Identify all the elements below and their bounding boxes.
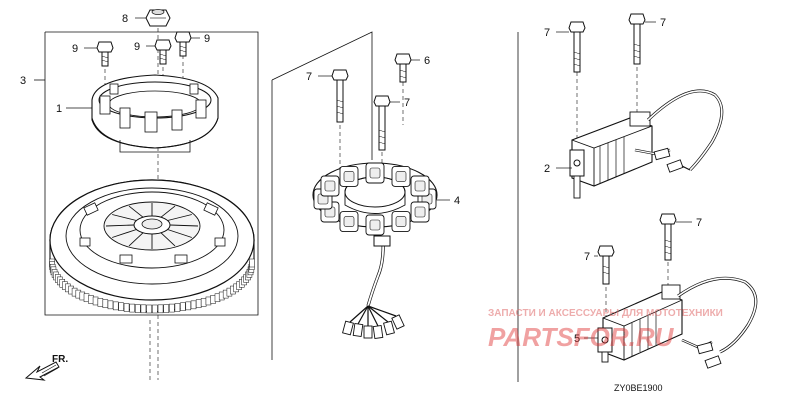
callout-1: 1: [56, 103, 62, 115]
callout-5: 5: [574, 333, 580, 345]
front-direction-label: FR.: [52, 354, 68, 365]
flywheel: [49, 179, 255, 314]
callout-numbers: 8 9 9 9 3 1 7 7 6 4 7 7 2 7 7 5: [20, 13, 702, 345]
callout-3: 3: [20, 75, 26, 87]
callout-9-middle: 9: [134, 41, 140, 53]
leader-lines: [66, 17, 692, 339]
callout-7-ignition-top-left: 7: [544, 27, 550, 39]
callout-6: 6: [424, 55, 430, 67]
callout-9-right: 9: [204, 33, 210, 45]
ignition-bolt-bottom-right: [659, 213, 677, 261]
ignition-bolt-top-left: [568, 21, 586, 73]
callout-9-left: 9: [72, 43, 78, 55]
callout-8: 8: [122, 13, 128, 25]
stator-bolt-right: [373, 95, 391, 151]
bolt-6: [394, 53, 412, 83]
stator-group-frame: [271, 31, 373, 360]
stator-wire-harness: [342, 235, 405, 340]
callout-7-ignition-top-right: 7: [660, 17, 666, 29]
ignition-coil-lower: [597, 276, 758, 369]
stator-bolt-left: [331, 69, 349, 123]
diagram-code: ZY0BE1900: [614, 383, 663, 393]
flywheel-nut: [145, 9, 171, 27]
watermark: ЗАПАСТИ И АКСЕССУАРЫ ДЛЯ МОТОТЕХНИКИ PAR…: [488, 308, 723, 352]
callout-7-stator-left: 7: [306, 71, 312, 83]
watermark-brand: PARTSFOR.RU: [488, 322, 675, 352]
cooling-fan-ring: [91, 74, 219, 153]
bolt-9-middle: [154, 39, 172, 65]
ignition-coil-upper: [569, 89, 724, 199]
callout-7-ignition-bottom-right: 7: [696, 217, 702, 229]
front-direction-arrow: FR.: [24, 354, 68, 381]
callout-7-ignition-bottom-left: 7: [584, 251, 590, 263]
bolt-9-right: [174, 31, 192, 57]
bolt-9-left: [96, 41, 114, 67]
watermark-tagline: ЗАПАСТИ И АКСЕССУАРЫ ДЛЯ МОТОТЕХНИКИ: [488, 308, 723, 319]
callout-4: 4: [454, 195, 460, 207]
ignition-bolt-top-right: [628, 13, 646, 65]
callout-2: 2: [544, 163, 550, 175]
ignition-bolt-bottom-left: [597, 245, 615, 285]
callout-7-stator-right: 7: [404, 97, 410, 109]
stator-coil: [312, 162, 438, 236]
